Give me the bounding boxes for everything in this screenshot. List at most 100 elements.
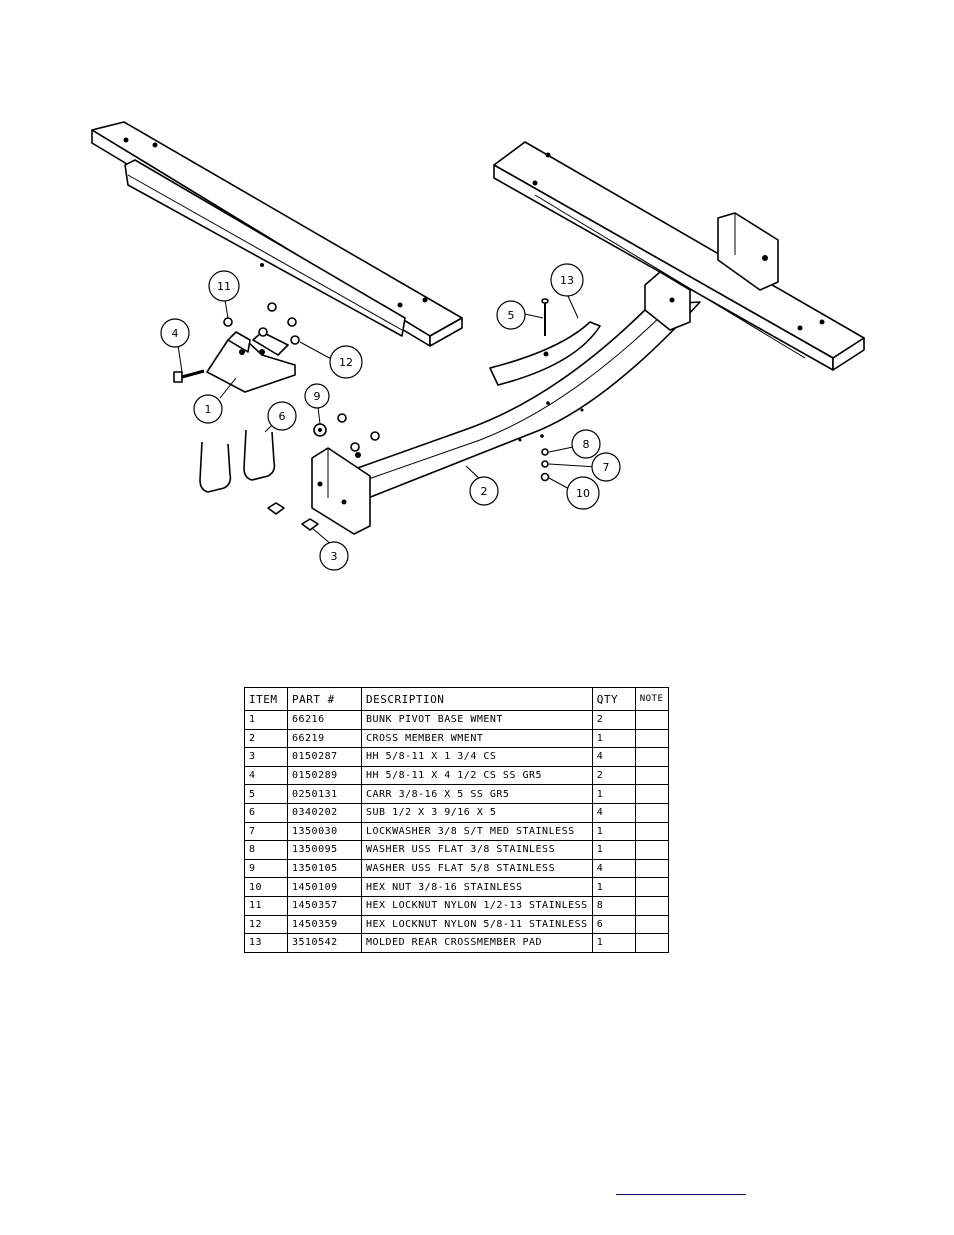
crossmember-pad <box>489 321 601 386</box>
callout-label: 7 <box>603 461 610 474</box>
callout-label: 1 <box>205 403 212 416</box>
cell-qty: 4 <box>591 747 636 767</box>
callout-label: 11 <box>217 280 231 293</box>
cell-description: SUB 1/2 X 3 9/16 X 5 <box>361 802 593 823</box>
cell-part: 1450357 <box>287 895 362 916</box>
cell-qty: 4 <box>591 802 636 823</box>
cell-part: 3510542 <box>287 933 362 953</box>
cell-qty: 6 <box>591 914 636 935</box>
bom-header-row: ITEM PART # DESCRIPTION QTY NOTE <box>244 687 669 711</box>
cell-description: BUNK PIVOT BASE WMENT <box>361 710 593 730</box>
cell-note <box>634 728 669 749</box>
callout-2: 2 <box>469 476 499 506</box>
callout-12: 12 <box>329 345 363 379</box>
cell-note <box>634 821 669 842</box>
cell-note <box>634 784 669 804</box>
cell-item: 1 <box>244 710 288 730</box>
cell-part: 1350030 <box>287 821 362 842</box>
callout-label: 12 <box>339 356 353 369</box>
cell-part: 0340202 <box>287 802 362 823</box>
exploded-assembly-drawing: 1 2 3 4 5 6 7 8 9 10 11 12 <box>91 121 865 571</box>
carriage-bolt <box>541 298 549 336</box>
footer-link[interactable] <box>616 1180 746 1195</box>
col-header-item: ITEM <box>244 687 288 711</box>
nuts-and-washers <box>223 302 550 482</box>
cell-note <box>634 933 669 953</box>
cell-qty: 1 <box>591 784 636 804</box>
callout-6: 6 <box>267 401 297 431</box>
cell-note <box>634 840 669 860</box>
cell-qty: 4 <box>591 858 636 879</box>
cell-part: 1350105 <box>287 858 362 879</box>
callout-label: 4 <box>172 327 179 340</box>
cell-description: HEX LOCKNUT NYLON 1/2-13 STAINLESS <box>361 895 593 916</box>
cell-note <box>634 765 669 786</box>
callout-label: 5 <box>508 309 515 322</box>
left-bunk-board <box>91 121 463 347</box>
cell-item: 9 <box>244 858 288 879</box>
callout-label: 9 <box>314 390 321 403</box>
cell-description: MOLDED REAR CROSSMEMBER PAD <box>361 933 593 953</box>
cell-qty: 2 <box>591 765 636 786</box>
callout-label: 13 <box>560 274 574 287</box>
cross-member <box>311 271 701 535</box>
cell-item: 13 <box>244 933 288 953</box>
cell-item: 8 <box>244 840 288 860</box>
hex-bolts-short <box>267 502 319 531</box>
cell-note <box>634 895 669 916</box>
cell-part: 66219 <box>287 728 362 749</box>
cell-note <box>634 858 669 879</box>
cell-description: HEX NUT 3/8-16 STAINLESS <box>361 877 593 897</box>
cell-item: 3 <box>244 747 288 767</box>
cell-item: 7 <box>244 821 288 842</box>
callout-13: 13 <box>550 263 584 297</box>
col-header-part: PART # <box>287 687 362 711</box>
cell-item: 11 <box>244 895 288 916</box>
cell-note <box>634 877 669 897</box>
callout-5: 5 <box>496 300 526 330</box>
cell-item: 5 <box>244 784 288 804</box>
cell-qty: 1 <box>591 821 636 842</box>
callout-label: 10 <box>576 487 590 500</box>
callout-label: 6 <box>279 410 286 423</box>
callout-label: 3 <box>331 550 338 563</box>
cell-part: 0150287 <box>287 747 362 767</box>
callout-11: 11 <box>208 270 240 302</box>
cell-part: 1350095 <box>287 840 362 860</box>
cell-part: 1450109 <box>287 877 362 897</box>
callout-1: 1 <box>193 394 223 424</box>
cell-item: 4 <box>244 765 288 786</box>
cell-qty: 1 <box>591 840 636 860</box>
cell-note <box>634 802 669 823</box>
cell-item: 10 <box>244 877 288 897</box>
cell-note <box>634 914 669 935</box>
u-bolts <box>199 429 276 493</box>
callout-8: 8 <box>571 429 601 459</box>
callout-label: 2 <box>481 485 488 498</box>
cell-part: 1450359 <box>287 914 362 935</box>
cell-description: HH 5/8-11 X 1 3/4 CS <box>361 747 593 767</box>
cell-qty: 2 <box>591 710 636 730</box>
cell-description: HH 5/8-11 X 4 1/2 CS SS GR5 <box>361 765 593 786</box>
callout-4: 4 <box>160 318 190 348</box>
cell-description: HEX LOCKNUT NYLON 5/8-11 STAINLESS <box>361 914 593 935</box>
cell-qty: 1 <box>591 933 636 953</box>
cell-item: 6 <box>244 802 288 823</box>
cell-qty: 1 <box>591 728 636 749</box>
cell-description: WASHER USS FLAT 3/8 STAINLESS <box>361 840 593 860</box>
cell-part: 0150289 <box>287 765 362 786</box>
callout-3: 3 <box>319 541 349 571</box>
